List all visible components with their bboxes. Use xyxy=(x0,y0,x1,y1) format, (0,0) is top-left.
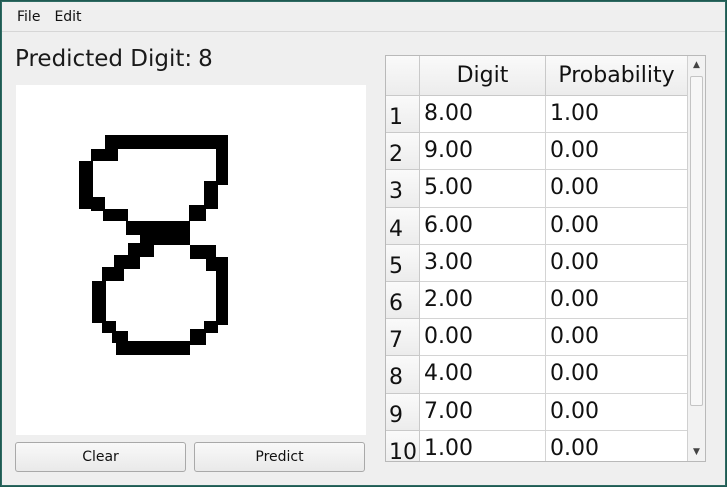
row-header[interactable]: 2 xyxy=(386,133,420,171)
column-header-digit[interactable]: Digit xyxy=(420,56,546,95)
table-row: 10 1.00 0.00 xyxy=(386,430,688,461)
handwritten-digit-drawing xyxy=(79,135,228,355)
probability-cell[interactable]: 0.00 xyxy=(546,207,688,245)
table-row: 5 3.00 0.00 xyxy=(386,244,688,282)
probability-cell[interactable]: 0.00 xyxy=(546,430,688,461)
menu-bar: File Edit xyxy=(2,2,725,32)
clear-button[interactable]: Clear xyxy=(15,442,186,472)
digit-cell[interactable]: 9.00 xyxy=(420,133,546,171)
drawing-canvas[interactable] xyxy=(16,85,366,435)
table-row: 4 6.00 0.00 xyxy=(386,207,688,245)
vertical-scrollbar[interactable]: ▲ ▼ xyxy=(687,56,705,461)
predict-button[interactable]: Predict xyxy=(194,442,365,472)
table-corner[interactable] xyxy=(386,56,420,95)
digit-cell[interactable]: 1.00 xyxy=(420,430,546,461)
digit-cell[interactable]: 6.00 xyxy=(420,207,546,245)
digit-cell[interactable]: 7.00 xyxy=(420,393,546,431)
table-row: 2 9.00 0.00 xyxy=(386,133,688,171)
digit-cell[interactable]: 8.00 xyxy=(420,96,546,134)
row-header[interactable]: 9 xyxy=(386,393,420,431)
digit-cell[interactable]: 3.00 xyxy=(420,244,546,282)
digit-cell[interactable]: 0.00 xyxy=(420,319,546,357)
row-header[interactable]: 3 xyxy=(386,170,420,208)
probability-cell[interactable]: 0.00 xyxy=(546,133,688,171)
scroll-up-arrow-icon[interactable]: ▲ xyxy=(693,60,700,70)
probability-cell[interactable]: 0.00 xyxy=(546,319,688,357)
table-row: 1 8.00 1.00 xyxy=(386,96,688,134)
prediction-value: 8 xyxy=(198,46,213,72)
digit-cell[interactable]: 4.00 xyxy=(420,356,546,394)
row-header[interactable]: 7 xyxy=(386,319,420,357)
prediction-label: Predicted Digit:8 xyxy=(15,46,213,72)
scrollbar-thumb[interactable] xyxy=(690,76,703,406)
menu-edit[interactable]: Edit xyxy=(54,8,82,25)
scroll-down-arrow-icon[interactable]: ▼ xyxy=(693,447,700,457)
row-header[interactable]: 8 xyxy=(386,356,420,394)
table-body: 1 8.00 1.00 2 9.00 0.00 3 5.00 0.00 4 6.… xyxy=(386,96,688,461)
table-row: 8 4.00 0.00 xyxy=(386,356,688,394)
probability-table[interactable]: Digit Probability 1 8.00 1.00 2 9.00 0.0… xyxy=(385,55,706,462)
probability-cell[interactable]: 1.00 xyxy=(546,96,688,134)
row-header[interactable]: 5 xyxy=(386,244,420,282)
probability-cell[interactable]: 0.00 xyxy=(546,281,688,320)
digit-cell[interactable]: 2.00 xyxy=(420,281,546,320)
row-header[interactable]: 6 xyxy=(386,281,420,320)
menu-file[interactable]: File xyxy=(17,8,41,25)
column-header-probability[interactable]: Probability xyxy=(546,56,688,95)
probability-cell[interactable]: 0.00 xyxy=(546,170,688,208)
digit-cell[interactable]: 5.00 xyxy=(420,170,546,208)
probability-cell[interactable]: 0.00 xyxy=(546,356,688,394)
table-header: Digit Probability xyxy=(386,56,688,96)
row-header[interactable]: 10 xyxy=(386,430,420,461)
table-row: 6 2.00 0.00 xyxy=(386,281,688,320)
table-row: 3 5.00 0.00 xyxy=(386,170,688,208)
prediction-caption: Predicted Digit: xyxy=(15,46,193,72)
row-header[interactable]: 1 xyxy=(386,96,420,134)
row-header[interactable]: 4 xyxy=(386,207,420,245)
table-row: 7 0.00 0.00 xyxy=(386,319,688,357)
table-row: 9 7.00 0.00 xyxy=(386,393,688,431)
probability-cell[interactable]: 0.00 xyxy=(546,393,688,431)
probability-cell[interactable]: 0.00 xyxy=(546,244,688,282)
